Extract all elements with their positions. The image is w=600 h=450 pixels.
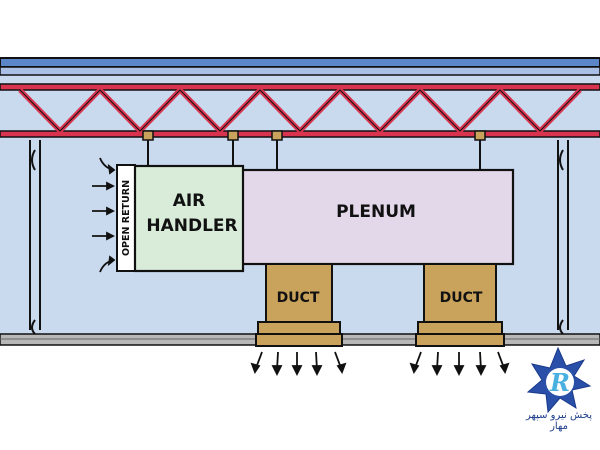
open-return-label: OPEN RETURN xyxy=(121,180,132,256)
open-return-grille: OPEN RETURN xyxy=(116,164,136,272)
roof-deck xyxy=(0,57,600,76)
supply-air-arrows-left xyxy=(250,351,347,377)
supply-air-arrows-right xyxy=(409,351,510,377)
side-columns xyxy=(29,140,569,335)
roof-truss xyxy=(0,83,600,138)
hanger-rods xyxy=(147,140,481,170)
air-handler-box: AIR HANDLER xyxy=(133,164,245,273)
duct-right: DUCT xyxy=(415,263,505,347)
logo-flower-icon xyxy=(526,346,592,414)
company-logo: R xyxy=(526,346,592,414)
duct-left: DUCT xyxy=(255,263,343,347)
plenum-box: PLENUM xyxy=(236,168,515,266)
duct-right-label: DUCT xyxy=(440,290,483,306)
return-air-arrows xyxy=(92,157,116,273)
logo-monogram: R xyxy=(549,368,570,397)
duct-left-label: DUCT xyxy=(277,290,320,306)
air-handler-label-line2: HANDLER xyxy=(146,216,237,236)
plenum-label: PLENUM xyxy=(336,202,416,222)
air-handler-label-line1: AIR xyxy=(173,191,206,211)
logo-caption: پخش نیرو سپهر مهار xyxy=(525,410,592,432)
